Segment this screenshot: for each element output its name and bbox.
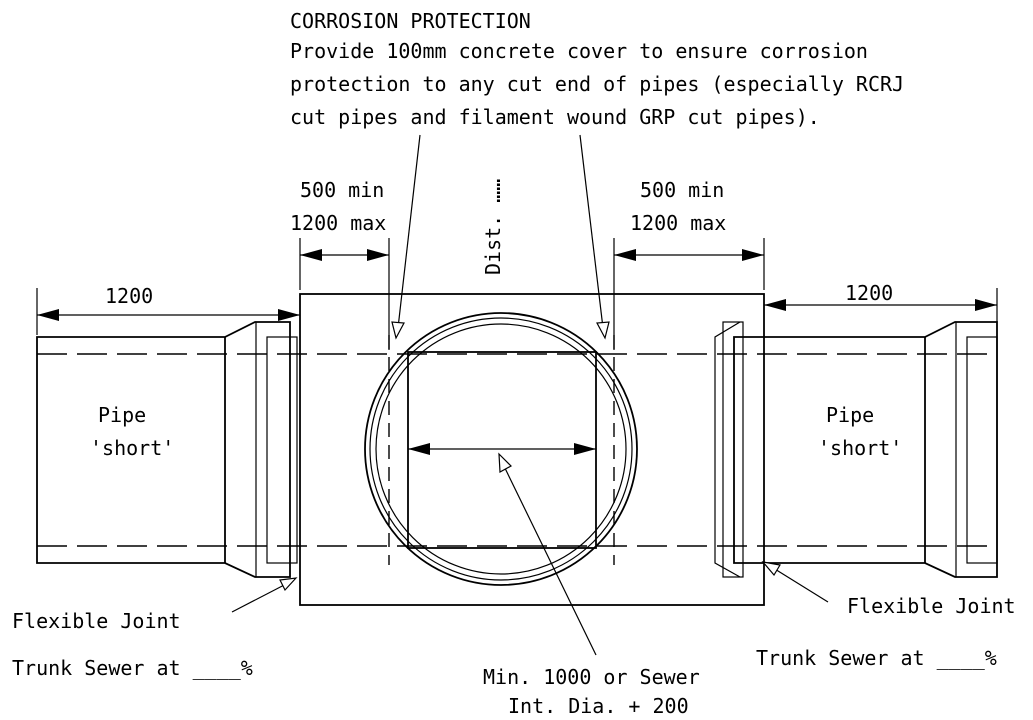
joint-left-leader-head (279, 577, 298, 592)
left-dim-arrow-a (300, 249, 322, 261)
left-pipe-body (36, 321, 291, 578)
joint-right-label: Flexible Joint (847, 594, 1016, 618)
right-dim-arrow-a (614, 249, 636, 261)
note-line-1: Provide 100mm concrete cover to ensure c… (290, 39, 868, 63)
note-line-3: cut pipes and filament wound GRP cut pip… (290, 105, 820, 129)
pipe-left-label-1: Pipe (98, 403, 146, 427)
right-pipe-spigot-end (966, 336, 998, 564)
right-joint-ring (722, 321, 744, 578)
left-dim-max: 1200 max (290, 211, 386, 235)
int-dia-arrow-b (574, 443, 596, 455)
right-pipe-arrow-b (975, 299, 997, 311)
dist-label: Dist. …… (481, 179, 505, 275)
square-opening (407, 351, 597, 549)
right-joint-bell (714, 321, 741, 578)
right-pipe-dim: 1200 (845, 281, 893, 305)
joint-right-leader-head (761, 561, 781, 577)
note-leader-right-head (596, 321, 610, 340)
min-dia-label-1: Min. 1000 or Sewer (483, 665, 700, 689)
left-pipe-arrow-b (278, 309, 300, 321)
joint-left-label: Flexible Joint (12, 609, 181, 633)
note-line-2: protection to any cut end of pipes (espe… (290, 72, 904, 96)
right-pipe-body (733, 321, 998, 578)
right-dim-min: 500 min (640, 178, 724, 202)
left-dim-min: 500 min (300, 178, 384, 202)
joint-right-leader (769, 565, 829, 603)
min-dia-label-2: Int. Dia. + 200 (508, 694, 689, 718)
pipe-left-label-2: 'short' (90, 436, 174, 460)
sewer-right-label: Trunk Sewer at ____% (756, 646, 997, 670)
left-pipe-arrow-a (37, 309, 59, 321)
min-dia-leader-head (498, 452, 512, 473)
sewer-left-label: Trunk Sewer at ____% (12, 656, 253, 680)
right-pipe-arrow-a (764, 299, 786, 311)
left-pipe-dim: 1200 (105, 284, 153, 308)
left-joint-spigot (266, 336, 298, 564)
concrete-surround (299, 293, 765, 606)
sewer-outer-circle (364, 312, 638, 586)
joint-left-leader (231, 581, 291, 613)
pipe-right-label-2: 'short' (818, 436, 902, 460)
right-dim-max: 1200 max (630, 211, 726, 235)
left-dim-arrow-b (367, 249, 389, 261)
note-leader-left-head (391, 321, 405, 340)
right-dim-arrow-b (742, 249, 764, 261)
note-leader-right (579, 134, 604, 329)
sewer-inner-circle (375, 323, 627, 575)
note-title: CORROSION PROTECTION (290, 9, 531, 33)
note-leader-left (397, 134, 421, 329)
min-dia-leader (500, 459, 597, 656)
int-dia-arrow-a (408, 443, 430, 455)
pipe-right-label-1: Pipe (826, 403, 874, 427)
sewer-mid-circle (369, 317, 633, 581)
